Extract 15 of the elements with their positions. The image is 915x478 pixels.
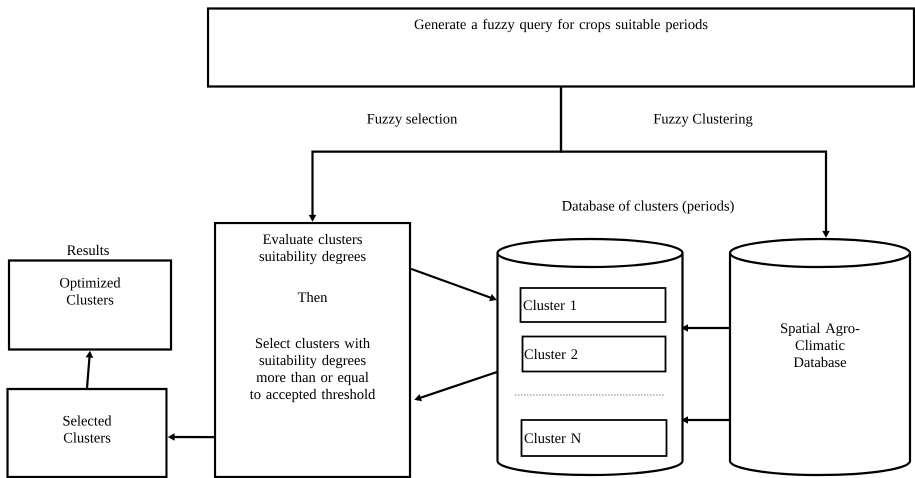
database-cylinder — [496, 238, 684, 476]
node-text: Cluster 2 — [524, 348, 578, 360]
node-text: Optimized Clusters — [60, 277, 120, 305]
heading: Database of clusters (periods) — [562, 200, 734, 214]
edge-label: Fuzzy Clustering — [652, 112, 754, 128]
node-text: Spatial Agro- Climatic Database — [781, 322, 860, 368]
node-text: Select clusters with suitability degrees more than or equal to accepted threshold — [250, 338, 376, 402]
node-text: Generate a fuzzy query for crops suitable periods — [414, 18, 708, 32]
node-text: Cluster N — [524, 432, 581, 444]
edge-label: Fuzzy selection — [366, 112, 458, 128]
node-text: Then — [298, 292, 328, 302]
section-label: Results — [67, 244, 109, 256]
node-text: Cluster 1 — [524, 300, 576, 310]
node-text: Selected Clusters — [63, 415, 112, 443]
node-text: Evaluate clusters suitability degrees — [260, 234, 366, 264]
